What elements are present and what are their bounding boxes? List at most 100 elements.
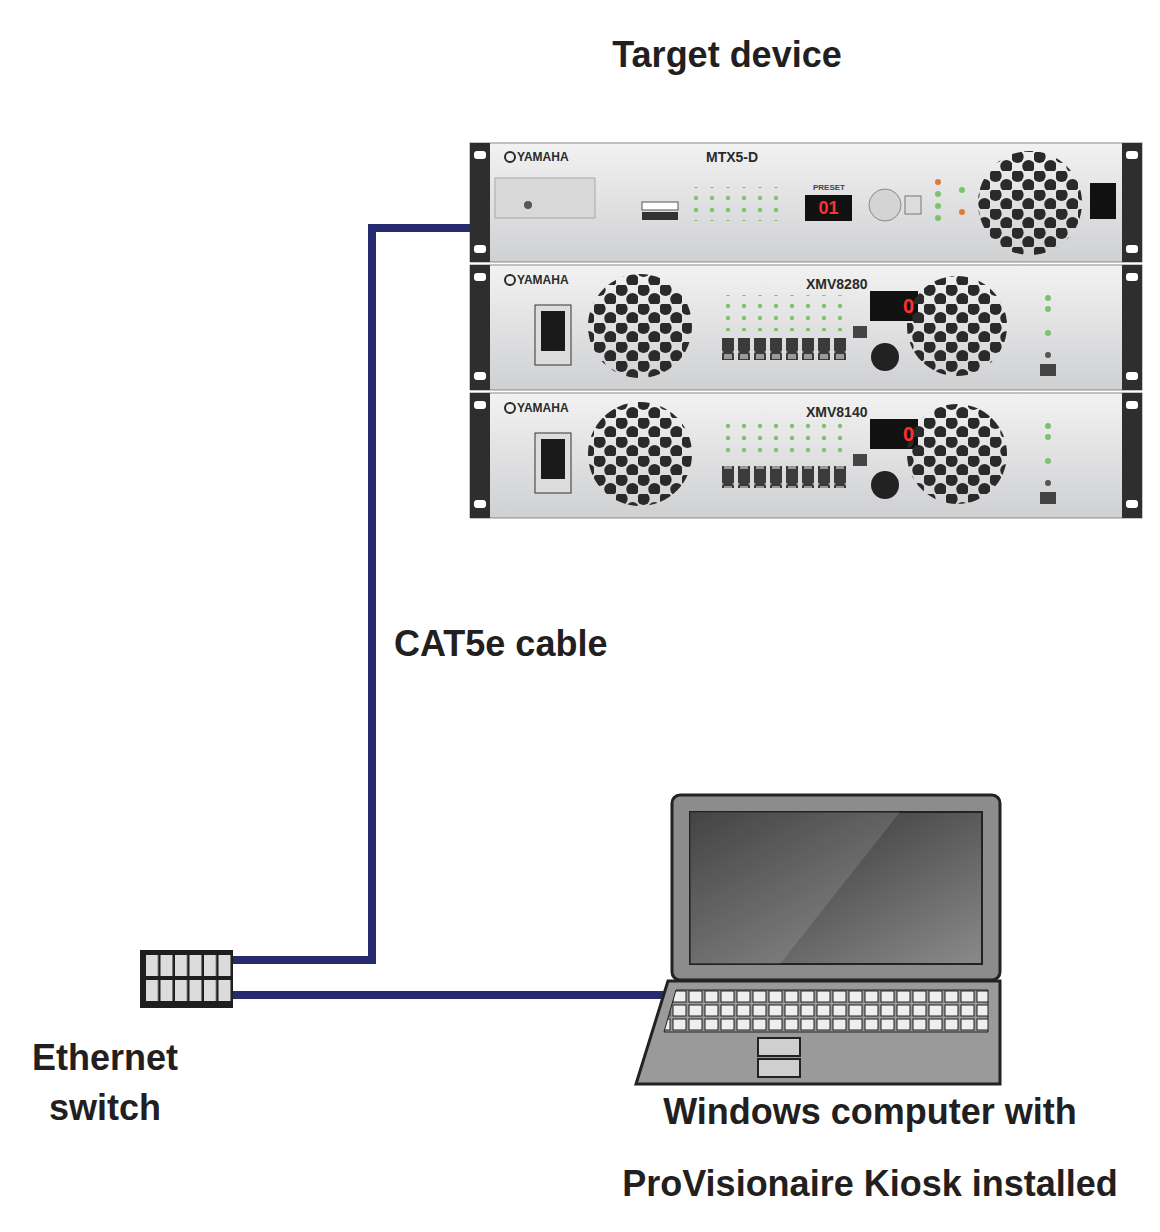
indicator	[959, 209, 965, 215]
switch-body	[140, 950, 233, 1008]
panel-caption: PRESET	[808, 183, 850, 193]
cable-label: CAT5e cable	[390, 622, 611, 666]
display-digits: 01	[805, 196, 852, 220]
indicator	[1045, 480, 1051, 486]
computer: Windows computer with ProVisionaire Kios…	[585, 790, 1155, 1224]
logo-mark	[505, 275, 515, 285]
indicator	[1045, 330, 1051, 336]
label-holder: YAMAHA	[517, 401, 587, 416]
grille	[907, 404, 1007, 504]
indicator	[935, 179, 941, 185]
mute-button	[853, 326, 867, 338]
ear-slot	[1126, 151, 1138, 159]
indicator	[1045, 295, 1051, 301]
indicator	[959, 187, 965, 193]
rack-ear	[1122, 265, 1142, 390]
knob	[871, 471, 899, 499]
power-rocker	[541, 311, 565, 351]
label-holder: PRESET	[808, 183, 850, 193]
power-rocker	[541, 439, 565, 479]
nav-pad	[869, 189, 901, 221]
cable-stub	[584, 991, 666, 999]
ear-slot	[474, 401, 486, 409]
display	[870, 291, 918, 321]
edge-label-holder: CAT5e cable	[390, 622, 611, 666]
laptop-base	[636, 981, 1000, 1084]
switch-ports	[146, 955, 233, 1001]
model-name: MTX5-D	[706, 149, 786, 166]
label-holder: 01	[805, 196, 852, 220]
grille	[978, 151, 1082, 255]
switch-icon	[140, 950, 233, 1008]
display	[870, 419, 918, 449]
grille	[907, 276, 1007, 376]
display	[805, 195, 852, 221]
faceplate	[470, 143, 1142, 262]
ear-slot	[474, 372, 486, 380]
button-row	[720, 466, 848, 488]
grille	[588, 274, 692, 378]
ear-slot	[474, 245, 486, 253]
laptop-icon	[636, 795, 1000, 1084]
display-digits: 0	[872, 421, 914, 447]
computer-label: Windows computer with ProVisionaire Kios…	[600, 1076, 1140, 1220]
button-row	[720, 338, 848, 360]
ear-slot	[1126, 273, 1138, 281]
laptop-screen	[690, 812, 982, 964]
faceplate	[470, 265, 1142, 390]
brand-name: YAMAHA	[517, 273, 587, 288]
rack-ear	[470, 265, 490, 390]
indicator	[935, 191, 941, 197]
logo-mark	[505, 403, 515, 413]
power-switch	[1090, 183, 1116, 219]
indicator	[1045, 423, 1051, 429]
screen-glare	[690, 812, 900, 964]
touchpad-button	[758, 1038, 800, 1056]
device-heading: Target device	[527, 33, 927, 77]
ear-slot	[474, 151, 486, 159]
ethernet-switch: Ethernet switch	[10, 945, 233, 1137]
indicator	[1045, 352, 1051, 358]
mute-button	[853, 454, 867, 466]
label-holder: YAMAHA	[517, 273, 587, 288]
function-button	[1040, 364, 1056, 376]
logo-mark	[505, 152, 515, 162]
label-holder: XMV8280	[806, 276, 896, 293]
keyboard	[664, 990, 988, 1032]
model-name: XMV8280	[806, 276, 896, 293]
label-holder: 0	[872, 293, 914, 319]
ear-slot	[474, 273, 486, 281]
cable-connector	[233, 991, 585, 999]
function-button	[1040, 492, 1056, 504]
power-switch	[535, 305, 571, 365]
indicator	[524, 201, 532, 209]
amplifier-unit	[470, 393, 1142, 518]
label-holder: XMV8140	[806, 404, 896, 421]
display-digits: 0	[872, 293, 914, 319]
knob	[871, 343, 899, 371]
switch-label: Ethernet switch	[10, 1033, 200, 1133]
card-slot	[495, 178, 595, 218]
power-switch	[535, 433, 571, 493]
rack-ear	[1122, 143, 1142, 262]
grille	[588, 402, 692, 506]
model-name: XMV8140	[806, 404, 896, 421]
rack-ear	[470, 393, 490, 518]
led-grid	[720, 423, 848, 459]
ear-slot	[1126, 372, 1138, 380]
brand-name: YAMAHA	[517, 150, 587, 165]
rack-ear	[470, 143, 490, 262]
tag	[642, 212, 678, 220]
indicator	[1045, 306, 1051, 312]
label-holder: 0	[872, 421, 914, 447]
ear-slot	[474, 500, 486, 508]
indicator	[1045, 434, 1051, 440]
ear-slot	[1126, 500, 1138, 508]
amplifier-unit	[470, 265, 1142, 390]
label-holder: YAMAHA	[517, 150, 587, 165]
rack-ear	[1122, 393, 1142, 518]
cable-connector	[233, 228, 470, 960]
